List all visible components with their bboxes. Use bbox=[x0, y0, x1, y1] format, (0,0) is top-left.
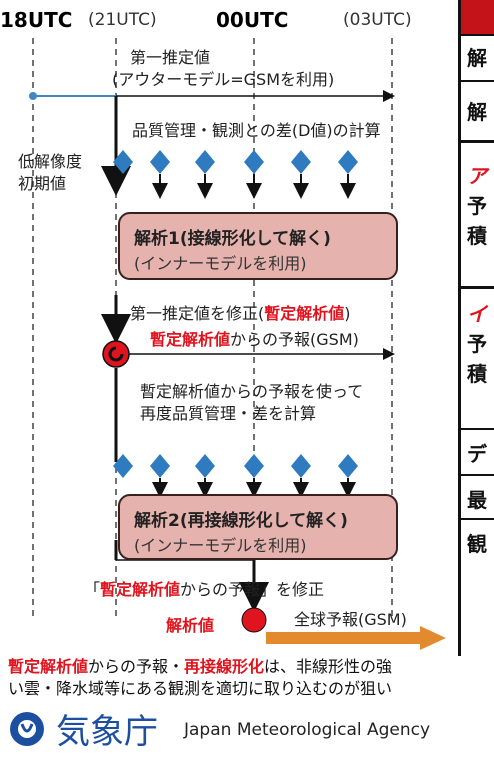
blue-start-dot bbox=[29, 92, 37, 100]
analysis-2-sub: (インナーモデルを利用) bbox=[134, 536, 307, 555]
obs-diamond bbox=[150, 150, 170, 174]
modify-first-guess-label: 第一推定値を修正(暫定解析値) bbox=[130, 304, 351, 323]
obs-diamond bbox=[195, 150, 215, 174]
obs-diamond bbox=[291, 454, 311, 478]
obs-diamond bbox=[244, 150, 264, 174]
fix-forecast-label: 「暫定解析値からの予報」を修正 bbox=[84, 580, 325, 599]
requality-line-1: 暫定解析値からの予報を使って bbox=[140, 382, 364, 401]
right-row-4b: 予 bbox=[467, 332, 487, 356]
time-00utc: 00UTC bbox=[216, 8, 289, 32]
right-row-2: 解 bbox=[467, 100, 487, 124]
analysis-1-title: 解析1(接線形化して解く) bbox=[134, 229, 331, 249]
provisional-analysis-node bbox=[102, 340, 130, 368]
global-forecast-arrow bbox=[266, 626, 446, 650]
first-guess-sub: (アウターモデル=GSMを利用) bbox=[112, 70, 335, 89]
time-18utc: 18UTC bbox=[0, 8, 73, 32]
qc-label: 品質管理・観測との差(D値)の計算 bbox=[132, 121, 381, 140]
right-row-4c: 積 bbox=[467, 362, 487, 386]
right-row-6: 最 bbox=[467, 488, 487, 512]
jma-logo-icon bbox=[10, 712, 44, 746]
analysis-value-dot bbox=[241, 607, 267, 633]
time-21utc: (21UTC) bbox=[88, 10, 157, 30]
global-forecast-label: 全球予報(GSM) bbox=[294, 610, 407, 629]
obs-diamond bbox=[113, 454, 133, 478]
footer-note-line-1: 暫定解析値からの予報・再接線形化は、非線形性の強 bbox=[8, 657, 393, 676]
obs-diamond bbox=[291, 150, 311, 174]
obs-diamonds-row-2 bbox=[113, 454, 358, 478]
first-guess-title: 第一推定値 bbox=[130, 48, 211, 67]
analysis-2-title: 解析2(再接線形化して解く) bbox=[134, 511, 348, 531]
right-row-3b: 予 bbox=[467, 194, 487, 218]
right-row-3c: 積 bbox=[467, 224, 487, 248]
right-row-4a: イ bbox=[467, 302, 487, 326]
logo-bar: 気象庁 Japan Meteorological Agency bbox=[0, 700, 494, 758]
analysis-value-label: 解析値 bbox=[166, 616, 215, 635]
obs-diamonds-row-1 bbox=[113, 150, 358, 174]
analysis-1-sub: (インナーモデルを利用) bbox=[134, 254, 307, 273]
obs-diamond bbox=[150, 454, 170, 478]
right-table: 解 解 ア 予 積 イ 予 積 デ 最 観 bbox=[458, 0, 494, 656]
lowres-line-1: 低解像度 bbox=[18, 152, 83, 171]
right-row-7: 観 bbox=[467, 532, 487, 556]
obs-diamond bbox=[338, 150, 358, 174]
right-table-header bbox=[461, 0, 494, 34]
analysis-2-box: 解析2(再接線形化して解く) (インナーモデルを利用) bbox=[118, 494, 398, 560]
obs-diamond bbox=[338, 454, 358, 478]
org-name-en: Japan Meteorological Agency bbox=[184, 720, 431, 740]
analysis-1-box: 解析1(接線形化して解く) (インナーモデルを利用) bbox=[118, 212, 398, 280]
obs-diamond bbox=[244, 454, 264, 478]
footer-note-line-2: い雲・降水域等にある観測を適切に取り込むのが狙い bbox=[8, 679, 393, 698]
right-row-1: 解 bbox=[467, 46, 487, 70]
time-03utc: (03UTC) bbox=[343, 10, 412, 30]
requality-line-2: 再度品質管理・差を計算 bbox=[140, 404, 317, 423]
lowres-line-2: 初期値 bbox=[18, 174, 67, 193]
obs-diamond bbox=[113, 150, 133, 174]
right-row-3a: ア bbox=[467, 164, 487, 188]
org-name-jp: 気象庁 bbox=[56, 712, 158, 752]
right-row-5: デ bbox=[467, 442, 487, 466]
obs-diamond bbox=[195, 454, 215, 478]
provisional-forecast-label: 暫定解析値からの予報(GSM) bbox=[150, 330, 359, 349]
